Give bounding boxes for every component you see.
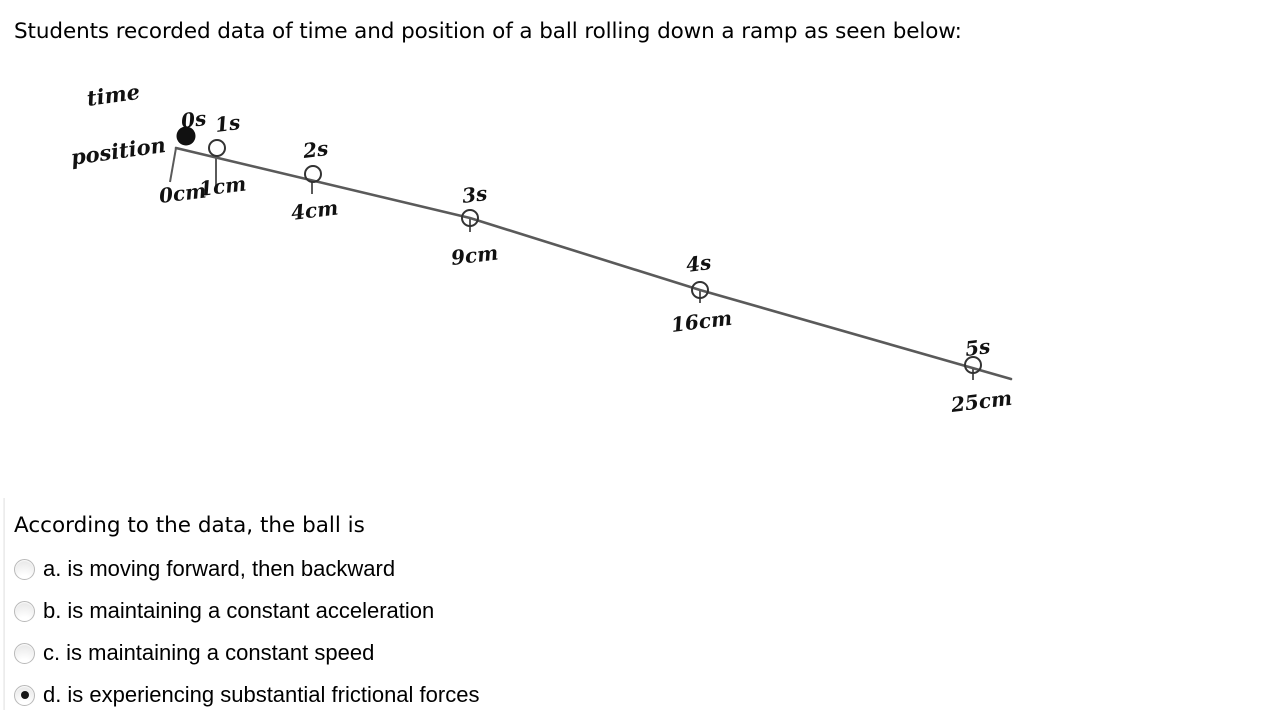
marker-0s-filled-ball (176, 126, 196, 146)
radio-button-c[interactable] (14, 642, 35, 664)
question-stem: According to the data, the ball is (14, 513, 365, 538)
position-label-1cm: 1cm (198, 171, 248, 201)
axis-label-time: time (85, 79, 141, 111)
option-text: is experiencing substantial frictional f… (67, 682, 480, 707)
time-label-0s: 0s (180, 106, 208, 133)
position-label-25cm: 25cm (949, 386, 1014, 417)
option-row-b[interactable]: b.is maintaining a constant acceleration (14, 590, 714, 632)
option-text: is maintaining a constant acceleration (67, 598, 435, 623)
position-label-9cm: 9cm (450, 240, 500, 270)
marker-3s-open-circle (461, 209, 479, 227)
marker-2s-open-circle (304, 165, 322, 183)
option-letter: b. (43, 598, 62, 623)
option-letter: c. (43, 640, 61, 665)
option-text: is maintaining a constant speed (66, 640, 375, 665)
radio-button-a[interactable] (14, 558, 35, 580)
tick-0s (169, 147, 177, 183)
ramp-diagram: time position 0s 1s 2s 3s 4s 5s 0cm 1cm … (0, 60, 1270, 460)
option-letter: d. (43, 682, 62, 707)
radio-button-b[interactable] (14, 600, 35, 622)
axis-label-position: position (69, 132, 167, 170)
radio-dot (20, 691, 29, 699)
option-row-a[interactable]: a.is moving forward, then backward (14, 548, 714, 590)
marker-4s-open-circle (691, 281, 709, 299)
page-left-edge (3, 498, 5, 710)
option-text: is moving forward, then backward (67, 556, 396, 581)
option-row-c[interactable]: c.is maintaining a constant speed (14, 632, 714, 674)
option-row-d[interactable]: d.is experiencing substantial frictional… (14, 674, 714, 716)
marker-1s-open-circle (208, 139, 226, 157)
time-label-1s: 1s (214, 110, 242, 137)
time-label-2s: 2s (301, 136, 330, 163)
option-letter: a. (43, 556, 62, 581)
marker-5s-open-circle (964, 356, 982, 374)
time-label-3s: 3s (461, 181, 489, 208)
position-label-0cm: 0cm (158, 178, 208, 208)
time-label-4s: 4s (685, 250, 713, 277)
position-label-16cm: 16cm (670, 306, 734, 337)
position-label-4cm: 4cm (290, 195, 340, 225)
radio-button-d[interactable] (14, 684, 35, 706)
prompt-text: Students recorded data of time and posit… (14, 19, 962, 44)
time-label-5s: 5s (964, 334, 992, 361)
ramp-line (174, 146, 1013, 381)
